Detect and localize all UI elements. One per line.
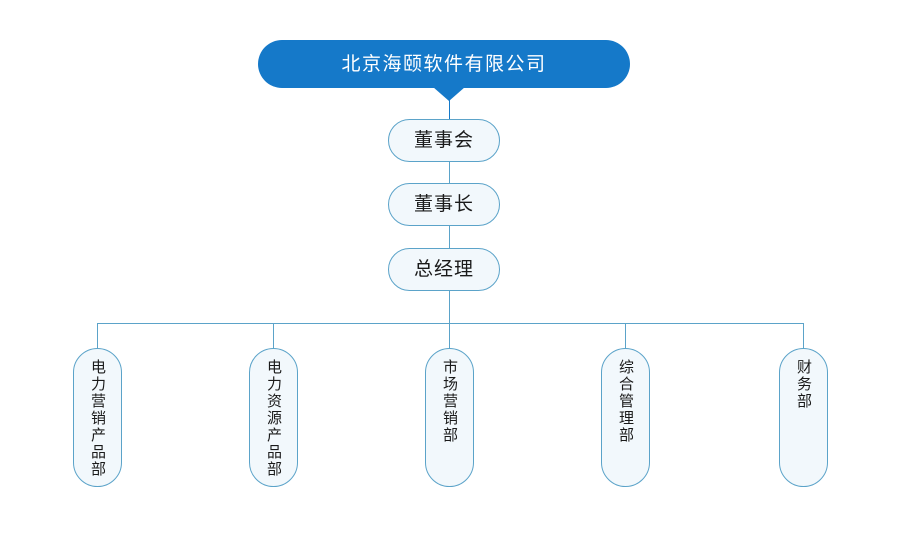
node-label: 电力营销产品部 [89, 359, 107, 478]
connector-bus-to-dept-4 [624, 322, 626, 351]
node-dept-power-resource-product[interactable]: 电力资源产品部 [249, 348, 298, 487]
connector-bus-to-dept-2 [272, 322, 274, 351]
connector-chairman-to-gm [448, 226, 450, 248]
connector-bus-to-dept-5 [802, 322, 804, 351]
node-dept-finance[interactable]: 财务部 [779, 348, 828, 487]
node-dept-general-management[interactable]: 综合管理部 [601, 348, 650, 487]
node-general-manager[interactable]: 总经理 [388, 248, 500, 291]
node-board-of-directors[interactable]: 董事会 [388, 119, 500, 162]
company-name: 北京海颐软件有限公司 [341, 52, 547, 75]
node-label: 董事长 [413, 193, 474, 215]
node-dept-power-marketing-product[interactable]: 电力营销产品部 [73, 348, 122, 487]
node-dept-market-marketing[interactable]: 市场营销部 [425, 348, 474, 487]
connector-gm-to-bus [448, 291, 450, 323]
node-chairman[interactable]: 董事长 [388, 183, 500, 226]
connector-company-to-board [448, 100, 451, 119]
connector-bus-to-dept-1 [96, 322, 98, 351]
connector-bus-to-dept-3 [448, 322, 450, 351]
node-label: 财务部 [795, 359, 813, 410]
connector-board-to-chairman [448, 162, 450, 183]
company-banner[interactable]: 北京海颐软件有限公司 [258, 40, 630, 88]
node-label: 总经理 [413, 258, 474, 280]
banner-notch-icon [433, 87, 465, 101]
node-label: 综合管理部 [617, 359, 635, 444]
connector-department-bus [97, 322, 803, 324]
node-label: 董事会 [413, 129, 474, 151]
node-label: 市场营销部 [441, 359, 459, 444]
node-label: 电力资源产品部 [265, 359, 283, 478]
